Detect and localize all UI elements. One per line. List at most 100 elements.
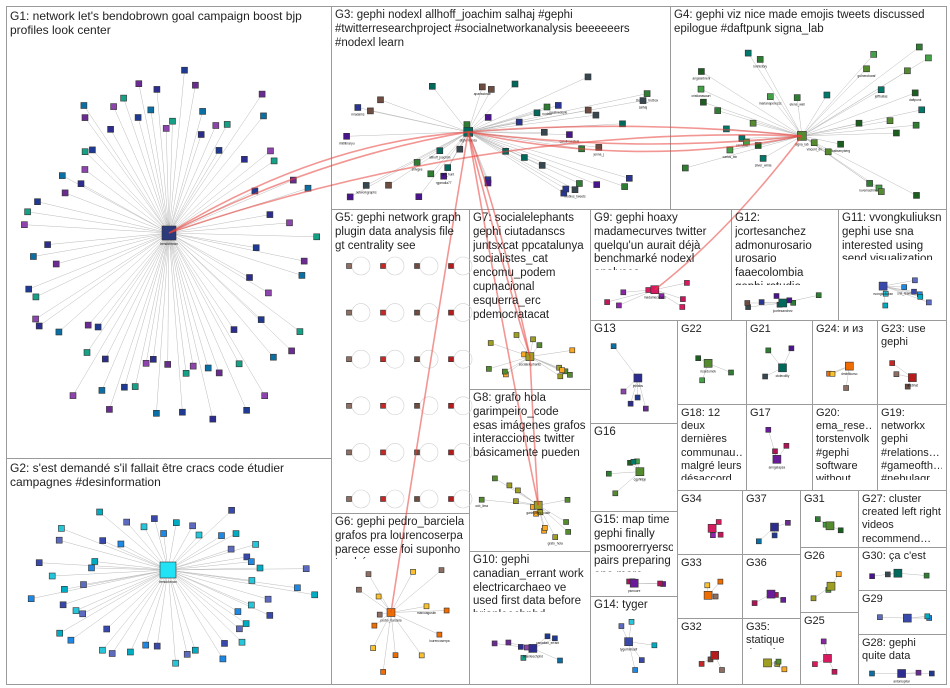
node-g23-2[interactable] bbox=[904, 383, 911, 390]
node-g3-39[interactable] bbox=[533, 109, 541, 117]
node-g3-27[interactable] bbox=[428, 83, 436, 90]
node-g21-2[interactable] bbox=[762, 373, 768, 380]
node-g2-20[interactable] bbox=[67, 636, 75, 644]
node-g1-19[interactable] bbox=[164, 361, 171, 368]
node-g2-21[interactable] bbox=[56, 629, 64, 637]
node-g4-30[interactable] bbox=[893, 129, 900, 137]
node-g1-5[interactable] bbox=[296, 328, 304, 335]
node-g25-999[interactable] bbox=[823, 654, 832, 663]
node-g26-0[interactable] bbox=[810, 595, 817, 602]
node-g7-6[interactable] bbox=[530, 336, 536, 343]
node-g1-41[interactable] bbox=[24, 208, 31, 216]
node-g1-23[interactable] bbox=[131, 383, 139, 390]
node-g5-14[interactable] bbox=[414, 402, 420, 409]
node-g1-15[interactable] bbox=[209, 415, 217, 423]
node-g3-44[interactable] bbox=[592, 111, 600, 119]
node-g1-1[interactable] bbox=[300, 257, 308, 265]
node-g5-5[interactable] bbox=[380, 309, 386, 316]
node-g37-0[interactable] bbox=[771, 532, 778, 539]
node-g14-4[interactable] bbox=[638, 657, 645, 663]
node-g4-32[interactable] bbox=[870, 51, 878, 58]
node-g12-999[interactable] bbox=[778, 298, 788, 308]
node-g4-22[interactable] bbox=[925, 54, 932, 62]
node-g3-15[interactable] bbox=[511, 80, 519, 88]
node-g2-36[interactable] bbox=[96, 508, 103, 516]
node-g8-13[interactable] bbox=[492, 475, 498, 482]
node-g3-19[interactable] bbox=[415, 193, 423, 200]
node-g4-25[interactable] bbox=[754, 142, 762, 149]
node-g3-7[interactable] bbox=[566, 131, 573, 138]
node-g2-999[interactable] bbox=[159, 561, 177, 579]
node-g3-5[interactable] bbox=[554, 102, 562, 109]
node-g1-25[interactable] bbox=[106, 406, 113, 413]
node-g4-19[interactable] bbox=[904, 67, 911, 75]
node-g1-24[interactable] bbox=[121, 383, 128, 391]
node-g4-24[interactable] bbox=[877, 188, 885, 195]
node-g14-3[interactable] bbox=[628, 618, 635, 625]
node-g9-3[interactable] bbox=[645, 287, 652, 293]
node-g9-2[interactable] bbox=[680, 296, 686, 302]
node-g4-6[interactable] bbox=[756, 56, 764, 63]
node-g10-4[interactable] bbox=[523, 644, 530, 651]
node-g2-31[interactable] bbox=[91, 558, 99, 565]
node-g37-1[interactable] bbox=[785, 519, 791, 526]
node-g3-22[interactable] bbox=[377, 96, 384, 104]
node-g7-7[interactable] bbox=[501, 368, 508, 375]
node-g22-1[interactable] bbox=[728, 369, 734, 376]
node-g3-30[interactable] bbox=[427, 170, 435, 178]
node-g2-19[interactable] bbox=[103, 625, 110, 633]
node-g35-1[interactable] bbox=[775, 658, 782, 665]
node-g1-16[interactable] bbox=[189, 362, 197, 370]
node-g16-3[interactable] bbox=[630, 458, 637, 465]
node-g1-29[interactable] bbox=[83, 349, 91, 356]
node-g8-8[interactable] bbox=[541, 524, 548, 531]
node-g5-22[interactable] bbox=[414, 496, 420, 502]
node-g36-1[interactable] bbox=[780, 597, 787, 603]
node-g4-14[interactable] bbox=[886, 117, 894, 124]
node-g2-45[interactable] bbox=[218, 532, 225, 539]
node-g2-42[interactable] bbox=[189, 522, 196, 530]
node-g5-15[interactable] bbox=[448, 402, 454, 409]
node-g4-11[interactable] bbox=[866, 180, 873, 187]
node-g1-6[interactable] bbox=[257, 316, 265, 323]
node-g9-4[interactable] bbox=[620, 289, 627, 296]
node-g2-23[interactable] bbox=[72, 607, 80, 614]
node-g1-46[interactable] bbox=[81, 166, 89, 173]
node-g6-11[interactable] bbox=[356, 586, 362, 593]
node-g29-999[interactable] bbox=[902, 613, 912, 623]
node-g31-0[interactable] bbox=[837, 527, 844, 534]
node-g1-27[interactable] bbox=[102, 355, 109, 363]
node-g2-41[interactable] bbox=[173, 519, 180, 527]
node-g2-49[interactable] bbox=[243, 553, 251, 561]
node-g33-2[interactable] bbox=[712, 593, 719, 600]
node-g2-37[interactable] bbox=[123, 518, 130, 526]
node-g24-2[interactable] bbox=[843, 385, 849, 391]
node-g1-22[interactable] bbox=[142, 359, 150, 367]
node-g3-28[interactable] bbox=[487, 86, 495, 93]
node-g1-30[interactable] bbox=[94, 323, 102, 331]
node-g1-52[interactable] bbox=[110, 103, 117, 110]
node-g3-38[interactable] bbox=[540, 129, 548, 136]
node-g2-2[interactable] bbox=[264, 595, 272, 603]
node-g4-35[interactable] bbox=[913, 192, 920, 199]
node-g2-3[interactable] bbox=[248, 601, 255, 609]
node-g13-4[interactable] bbox=[620, 388, 627, 395]
node-g4-9[interactable] bbox=[810, 139, 818, 146]
node-g9-1[interactable] bbox=[616, 302, 622, 309]
node-g1-33[interactable] bbox=[35, 322, 43, 330]
node-g4-16[interactable] bbox=[681, 164, 689, 172]
node-g26-999[interactable] bbox=[826, 581, 836, 591]
node-g28-0[interactable] bbox=[928, 670, 935, 677]
node-g3-14[interactable] bbox=[571, 186, 579, 193]
node-g13-1[interactable] bbox=[642, 405, 649, 412]
node-g4-8[interactable] bbox=[877, 86, 885, 93]
node-g16-999[interactable] bbox=[635, 467, 645, 477]
node-g6-6[interactable] bbox=[392, 652, 399, 659]
node-g2-10[interactable] bbox=[219, 655, 227, 663]
node-g23-0[interactable] bbox=[893, 371, 900, 378]
node-g6-10[interactable] bbox=[370, 645, 376, 651]
node-g2-33[interactable] bbox=[58, 525, 65, 532]
node-g2-28[interactable] bbox=[48, 572, 56, 580]
node-g25-0[interactable] bbox=[812, 661, 818, 667]
node-g4-1[interactable] bbox=[793, 94, 801, 101]
